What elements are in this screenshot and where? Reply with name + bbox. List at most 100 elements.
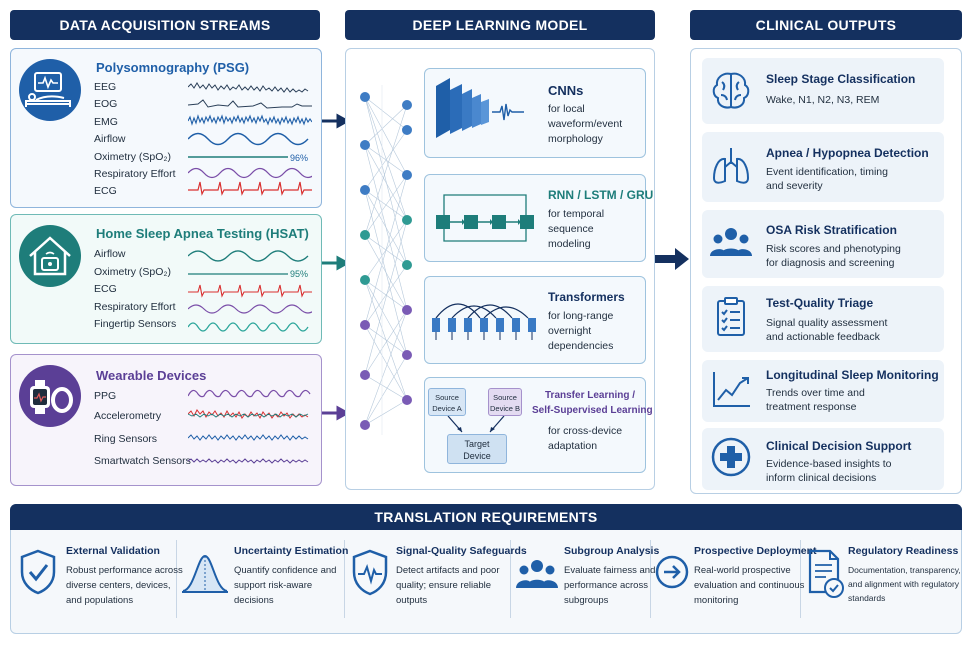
req-desc: decisions (234, 595, 274, 606)
psg-arrow (322, 113, 350, 129)
output-title: OSA Risk Stratification (766, 223, 897, 237)
transfer-desc-2: adaptation (548, 440, 598, 452)
req-desc: evaluation and continuous (694, 580, 805, 591)
req-desc: performance across (564, 580, 648, 591)
source-b-line2: Device B (489, 404, 520, 413)
output-title: Test-Quality Triage (766, 296, 874, 310)
req-desc: Detect artifacts and poor (396, 565, 500, 576)
header-translation-requirements: TRANSLATION REQUIREMENTS (10, 504, 962, 530)
transfer-title: Transfer Learning / (545, 390, 636, 401)
divider (176, 540, 177, 618)
wearable-signal-label: Smartwatch Sensors (94, 455, 191, 467)
req-title: Subgroup Analysis (564, 545, 660, 557)
lungs-icon (712, 148, 750, 184)
source-a-line2: Device A (432, 404, 462, 413)
eeg-wave (188, 82, 309, 93)
output-osa-risk: OSA Risk Stratification Risk scores and … (702, 210, 944, 278)
cnn-title: CNNs (548, 83, 584, 98)
header-deep-learning-model: DEEP LEARNING MODEL (345, 10, 655, 40)
psg-title: Polysomnography (PSG) (96, 60, 250, 75)
wearable-title: Wearable Devices (96, 368, 207, 383)
rnn-sequence-icon (436, 194, 534, 242)
rnn-box (424, 174, 646, 262)
req-title: Uncertainty Estimation (234, 545, 349, 557)
group-icon (516, 560, 558, 588)
people-icon (710, 228, 752, 256)
req-desc: Robust performance across (66, 565, 183, 576)
source-device-a: Source Device A (428, 388, 466, 416)
hsat-signal-label: Respiratory Effort (94, 301, 176, 313)
airflow-wave (188, 132, 309, 146)
req-title: Regulatory Readiness (848, 545, 959, 557)
req-title: Prospective Deployment (694, 545, 817, 557)
psg-spo2-value: 96% (290, 153, 309, 163)
ecg-wave (188, 181, 312, 196)
cnn-desc-2: waveform/event (548, 118, 623, 130)
transfer-arrows (447, 416, 505, 433)
arrow-circle-icon (655, 555, 689, 589)
req-desc: and alignment with regulatory (848, 579, 960, 589)
req-desc: quality; ensure reliable (396, 580, 492, 591)
psg-signal-label: Oximetry (SpO₂) (94, 151, 171, 163)
output-title: Clinical Decision Support (766, 439, 912, 453)
cnn-desc-3: morphology (548, 133, 603, 145)
airflow-wave (188, 250, 309, 262)
wearable-signal-label: Ring Sensors (94, 433, 158, 445)
hsat-spo2-value: 95% (290, 269, 309, 279)
ring-sensor-wave (188, 434, 309, 441)
psg-signal-label: Respiratory Effort (94, 168, 176, 180)
output-desc: Risk scores and phenotyping (766, 243, 901, 255)
psg-signal-label: EMG (94, 116, 118, 128)
target-device: Target Device (447, 434, 507, 464)
psg-signal-label: EOG (94, 98, 118, 110)
divider (650, 540, 651, 618)
hsat-arrow (322, 255, 350, 271)
wearable-signal-label: Accelerometry (94, 410, 162, 422)
output-desc: and actionable feedback (766, 331, 880, 343)
transformer-attention-icon (432, 303, 536, 340)
output-test-quality: Test-Quality Triage Signal quality asses… (702, 286, 944, 352)
output-desc: Trends over time and (766, 387, 865, 399)
req-desc: Quantify confidence and (234, 565, 337, 576)
ppg-wave (188, 389, 311, 398)
hsat-signal-label: Fingertip Sensors (94, 318, 177, 330)
req-desc: Documentation, transparency, (848, 565, 961, 575)
output-apnea-detection: Apnea / Hypopnea Detection Event identif… (702, 132, 944, 202)
output-desc: for diagnosis and screening (766, 257, 895, 269)
smartwatch-wave (188, 458, 309, 464)
psg-signal-label: Airflow (94, 133, 126, 145)
source-a-line1: Source (435, 393, 459, 402)
output-longitudinal: Longitudinal Sleep Monitoring Trends ove… (702, 360, 944, 422)
psg-waveforms (188, 82, 312, 196)
req-desc: outputs (396, 595, 428, 606)
rnn-desc-2: sequence (548, 223, 594, 235)
header-data-acquisition: DATA ACQUISITION STREAMS (10, 10, 320, 40)
req-desc: diverse centers, devices, (66, 580, 171, 591)
target-line2: Device (463, 451, 491, 461)
shield-check-icon (20, 549, 56, 595)
source-b-line1: Source (493, 393, 517, 402)
output-title: Apnea / Hypopnea Detection (766, 146, 929, 160)
divider (344, 540, 345, 618)
output-desc: treatment response (766, 401, 857, 413)
fingertip-wave (188, 322, 309, 332)
divider (800, 540, 801, 618)
resp-effort-wave (188, 167, 312, 179)
document-check-icon (808, 549, 844, 598)
transformer-desc-3: dependencies (548, 340, 614, 352)
transformer-desc-2: overnight (548, 325, 592, 337)
target-line1: Target (464, 439, 490, 449)
trend-chart-icon (713, 372, 750, 407)
neural-network-diagram (360, 85, 412, 435)
bell-curve-icon (182, 554, 228, 593)
cnn-layers-icon (436, 78, 524, 138)
output-desc: Wake, N1, N2, N3, REM (766, 94, 880, 106)
eog-wave (188, 99, 312, 109)
rnn-desc-3: modeling (548, 238, 591, 250)
transfer-title-2: Self-Supervised Learning (532, 405, 653, 416)
brain-icon (712, 72, 750, 109)
home-icon (19, 225, 81, 287)
output-desc: Evidence-based insights to (766, 458, 892, 470)
resp-effort-wave (188, 304, 312, 314)
wearable-waveforms (188, 389, 311, 464)
